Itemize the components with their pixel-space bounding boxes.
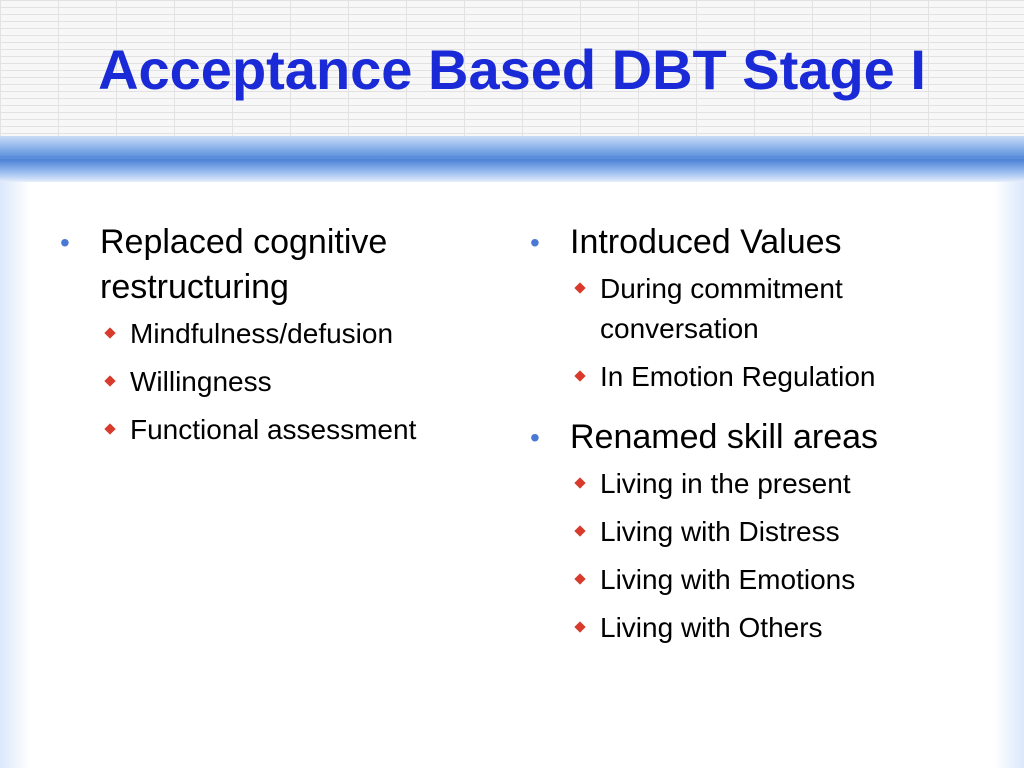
bullet-dot-icon: • [530,422,540,453]
diamond-bullet-icon [104,327,116,339]
bullet-dot-icon: • [60,227,70,258]
sub-bullet-item: Willingness [100,362,478,402]
sub-bullet-item: Living with Others [570,608,968,648]
sub-bullet-text: Willingness [130,366,272,397]
diamond-bullet-icon [574,370,586,382]
diamond-bullet-icon [574,573,586,585]
sub-bullet-item: Living in the present [570,464,968,504]
sub-bullet-item: Living with Distress [570,512,968,552]
diamond-bullet-icon [104,423,116,435]
diamond-bullet-icon [574,525,586,537]
sub-bullet-text: Living in the present [600,468,851,499]
left-column: • Replaced cognitive restructuring Mindf… [58,220,478,458]
sub-bullet-item: Living with Emotions [570,560,968,600]
slide-title: Acceptance Based DBT Stage I [98,38,926,101]
diamond-bullet-icon [104,375,116,387]
sub-bullet-text: Living with Emotions [600,564,856,595]
bullet-item: • Replaced cognitive restructuring [58,220,478,310]
sub-bullet-text: Functional assessment [130,414,417,445]
bullet-item: • Introduced Values [528,220,968,265]
sub-bullet-text: During commitment conversation [600,273,843,344]
bullet-item: • Renamed skill areas [528,415,968,460]
diamond-bullet-icon [574,477,586,489]
sub-bullet-text: In Emotion Regulation [600,361,876,392]
header-band [0,136,1024,182]
diamond-bullet-icon [574,621,586,633]
diamond-bullet-icon [574,282,586,294]
sub-bullet-item: In Emotion Regulation [570,357,968,397]
sub-bullet-text: Mindfulness/defusion [130,318,394,349]
sub-bullet-text: Living with Distress [600,516,840,547]
sub-bullet-text: Living with Others [600,612,823,643]
bullet-item-text: Introduced Values [570,223,842,261]
bullet-item-text: Replaced cognitive restructuring [100,223,388,306]
sub-bullet-item: Mindfulness/defusion [100,314,478,354]
bullet-dot-icon: • [530,227,540,258]
sub-bullet-item: Functional assessment [100,410,478,450]
bullet-item-text: Renamed skill areas [570,418,879,456]
sub-bullet-item: During commitment conversation [570,269,968,349]
header-grid-background [0,0,1024,138]
right-column: • Introduced Values During commitment co… [528,220,968,656]
